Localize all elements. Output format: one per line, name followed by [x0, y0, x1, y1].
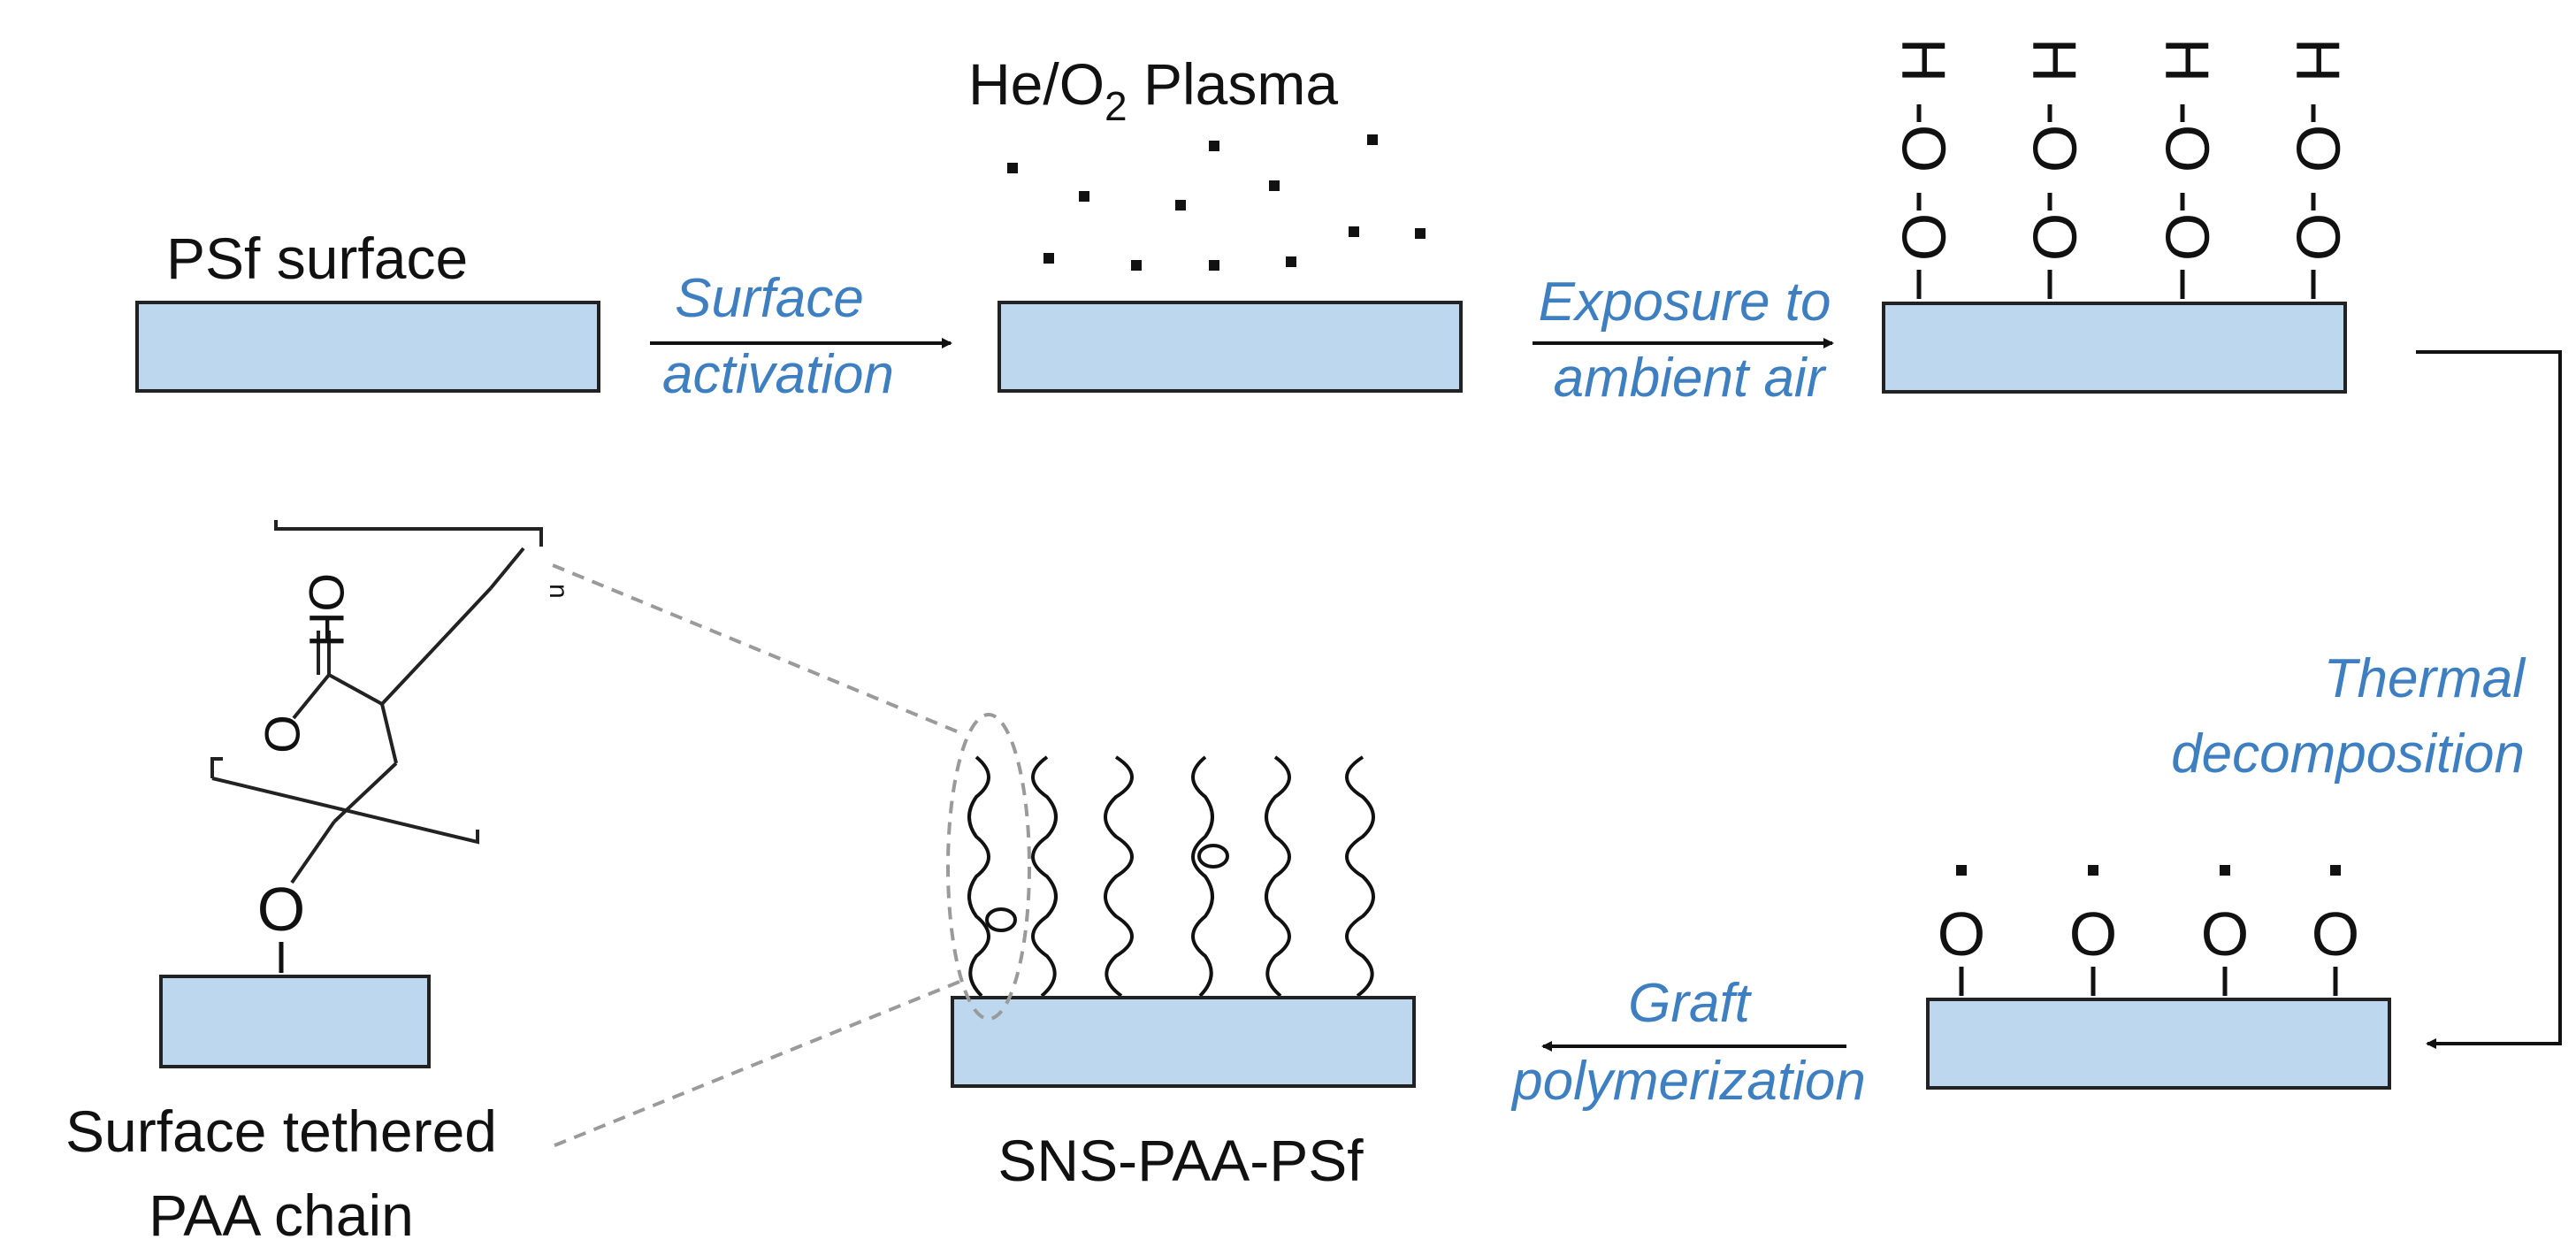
step-exposure-line2: ambient air [1554, 348, 1827, 409]
oxygen-atom: O [1938, 899, 1985, 968]
polymer-chain [1191, 755, 1214, 998]
dot-icon [1007, 163, 1018, 173]
carboxyl-oh: OH [299, 573, 355, 647]
step-exposure-line1: Exposure to [1539, 272, 1831, 333]
connector-thermal: Thermal decomposition [2171, 350, 2562, 1049]
zoom-guide-bottom [547, 980, 960, 1150]
dot-icon [2220, 865, 2230, 876]
paa-repeat-unit [210, 520, 543, 884]
radical-group: O [2312, 865, 2359, 996]
step-graft-line2: polymerization [1510, 1051, 1866, 1112]
oxygen-atom: O [2201, 899, 2249, 968]
dot-icon [1367, 134, 1378, 145]
tethered-label-line1: Surface tethered [65, 1098, 497, 1164]
hydroperoxide-group: OOH [2153, 38, 2222, 299]
repeat-n: n [544, 584, 573, 599]
activated-substrate [998, 301, 1463, 393]
hydroperoxide-group: OOH [2284, 38, 2353, 299]
dot-icon [1209, 141, 1219, 151]
step-thermal-line1: Thermal [2324, 648, 2527, 709]
dot-icon [1286, 256, 1296, 267]
oxygen-atom: O [2284, 125, 2353, 172]
oxygen-atom: O [1890, 213, 1959, 261]
dot-icon [1175, 200, 1186, 210]
dot-icon [2088, 865, 2098, 876]
paa-brush-chains [967, 755, 1375, 998]
radical-group: O [2069, 865, 2117, 996]
plasma-particles [1007, 134, 1426, 271]
oxygen-atom: O [2069, 899, 2117, 968]
psf-substrate [135, 301, 600, 393]
step-activation-line1: Surface [675, 268, 864, 329]
hydroperoxide-group: OOH [1890, 38, 1959, 299]
inset-oxygen: O [257, 875, 305, 944]
radical-group: O [1938, 865, 1985, 996]
panel-plasma: He/O2 Plasma [968, 51, 1463, 393]
oxygen-atom: O [2153, 125, 2222, 172]
step-activation-line2: activation [662, 344, 894, 405]
psf-surface-label: PSf surface [166, 226, 468, 291]
step-graft: Graft polymerization [1510, 973, 1866, 1112]
connector-line [2416, 350, 2562, 1049]
step-thermal-line2: decomposition [2171, 723, 2525, 784]
polymer-chain [1345, 755, 1375, 998]
hydrogen-atom: H [2284, 38, 2353, 83]
polymer-chain [1104, 755, 1134, 998]
dot-icon [1209, 260, 1219, 271]
carboxyl-o: O [255, 715, 310, 754]
polymer-chain [1265, 755, 1291, 998]
brush-substrate [951, 996, 1416, 1088]
oxygen-atom: O [2284, 213, 2353, 261]
oxygen-atom: O [2312, 899, 2359, 968]
panel-inset: OH O n O Surface tethered PAA chain [65, 520, 573, 1248]
hydrogen-atom: H [1890, 38, 1959, 83]
oxygen-atom: O [2021, 213, 2090, 261]
oxygen-atom: O [2021, 125, 2090, 172]
dot-icon [1269, 180, 1280, 191]
tethered-label-line2: PAA chain [149, 1182, 414, 1248]
chain-loop [985, 907, 1017, 932]
hydrogen-atom: H [2153, 38, 2222, 83]
dot-icon [1131, 260, 1142, 271]
dot-icon [1079, 191, 1089, 202]
hydroperoxide-group: OOH [2021, 38, 2090, 299]
plasma-label: He/O2 Plasma [968, 51, 1338, 129]
dashed-ellipse-icon [946, 713, 1031, 1021]
panel-brush: SNS-PAA-PSf [946, 713, 1416, 1193]
polymer-chain [1031, 755, 1058, 998]
step-graft-line1: Graft [1628, 973, 1753, 1034]
oxygen-atom: O [2153, 213, 2222, 261]
dot-icon [2330, 865, 2341, 876]
oxygen-atom: O [1890, 125, 1959, 172]
radical-group: O [2201, 865, 2249, 996]
step-surface-activation: Surface activation [650, 268, 952, 405]
peroxide-substrate [1882, 302, 2347, 394]
polymer-chain [967, 755, 990, 998]
dot-icon [1415, 228, 1426, 239]
step-exposure: Exposure to ambient air [1533, 272, 1834, 409]
hydrogen-atom: H [2021, 38, 2090, 83]
dot-icon [1956, 865, 1967, 876]
zoom-guide-top [547, 562, 958, 733]
chain-loop [1197, 844, 1229, 869]
panel-psf-surface: PSf surface [135, 226, 600, 393]
product-label: SNS-PAA-PSf [998, 1128, 1364, 1193]
dot-icon [1349, 226, 1359, 237]
radical-substrate [1926, 998, 2391, 1090]
inset-substrate [159, 975, 431, 1068]
dot-icon [1043, 253, 1054, 264]
